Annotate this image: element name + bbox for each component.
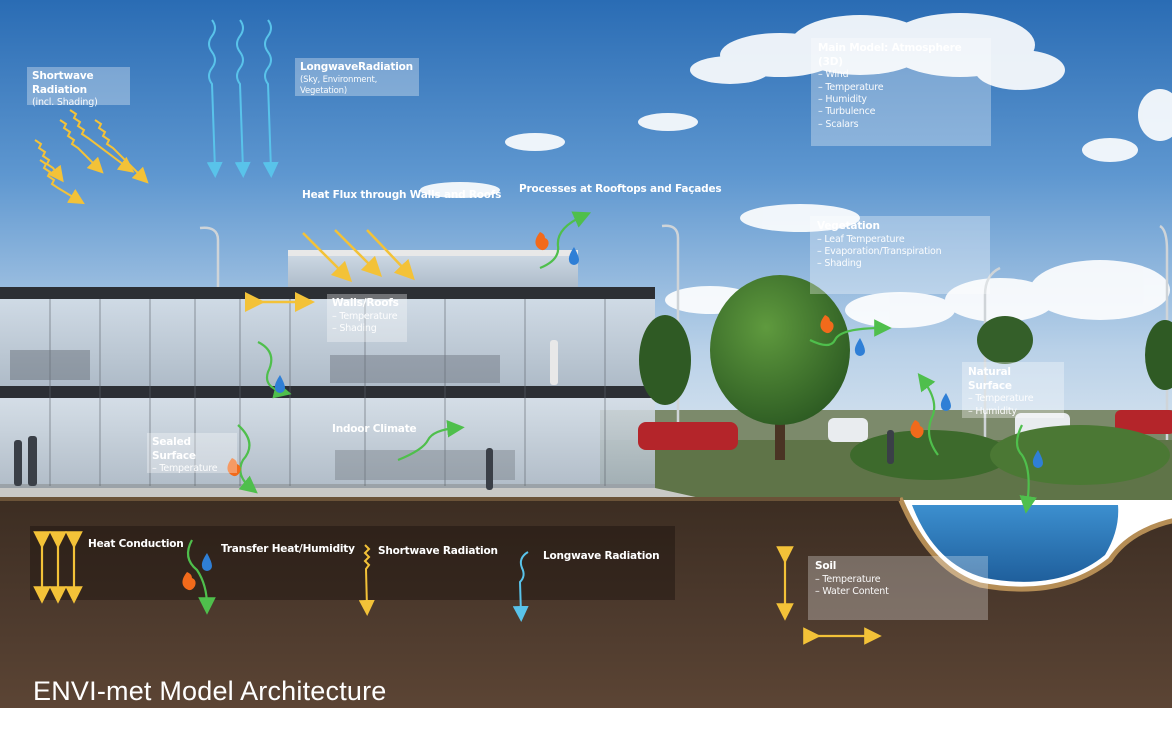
vegetation-title: Vegetation	[817, 220, 880, 232]
roof-heat-arrows	[245, 229, 415, 312]
sealed-surface-label-box: Sealed Surface – Temperature	[147, 433, 237, 475]
vegetation-item-evaporation: – Evaporation/Transpiration	[817, 245, 942, 257]
legend-transfer: Transfer Heat/Humidity	[221, 543, 355, 555]
atmosphere-item-wind: – Wind	[818, 69, 849, 81]
heatflux-label: Heat Flux through Walls and Roofs	[302, 189, 501, 203]
vegetation-item-leaf-temperature: – Leaf Temperature	[817, 233, 905, 245]
shortwave-title: Shortwave Radiation	[32, 70, 94, 96]
people	[14, 340, 894, 490]
atmosphere-item-temperature: – Temperature	[818, 81, 884, 93]
natural-surface-title: Natural Surface	[968, 366, 1012, 392]
natural-surface-label-box: Natural Surface – Temperature – Humidity	[962, 362, 1064, 418]
walls-item-shading: – Shading	[332, 322, 377, 334]
vegetation-item-shading: – Shading	[817, 258, 862, 270]
soil-item-water-content: – Water Content	[815, 585, 889, 597]
heat-conduction-icon	[33, 531, 882, 645]
walls-label-box: Walls/Roofs – Temperature – Shading	[327, 294, 407, 342]
soil-item-temperature: – Temperature	[815, 573, 881, 585]
shortwave-legend-icon	[358, 544, 375, 616]
sealed-surface-item-temperature: – Temperature	[152, 463, 218, 475]
longwave-item: (Sky, Environment, Vegetation)	[300, 74, 378, 96]
pond	[912, 505, 1119, 582]
shortwave-label-box: Shortwave Radiation (incl. Shading)	[27, 67, 130, 108]
atmosphere-title: Main Model: Atmosphere (3D)	[818, 42, 962, 68]
transfer-arrows	[186, 211, 1037, 615]
heatflux-title: Heat Flux through Walls and Roofs	[302, 189, 502, 201]
legend-shortwave: Shortwave Radiation	[378, 545, 498, 557]
indoor-climate-label: Indoor Climate	[332, 423, 417, 437]
street-lamps	[199, 224, 1169, 450]
bottom-margin	[0, 708, 1176, 729]
atmosphere-label-box: Main Model: Atmosphere (3D) – Wind – Tem…	[811, 38, 991, 146]
rooftops-title: Processes at Rooftops and Façades	[519, 183, 722, 195]
flame-icons	[182, 232, 924, 591]
shortwave-arrows	[34, 109, 149, 205]
longwave-legend-icon	[512, 551, 529, 622]
rooftops-label: Processes at Rooftops and Façades	[519, 183, 722, 197]
walls-item-temperature: – Temperature	[332, 310, 398, 322]
shortwave-item: (incl. Shading)	[32, 97, 98, 109]
atmosphere-item-turbulence: – Turbulence	[818, 106, 876, 118]
atmosphere-item-humidity: – Humidity	[818, 93, 867, 105]
building	[0, 250, 655, 492]
natural-surface-item-humidity: – Humidity	[968, 405, 1017, 417]
longwave-title: LongwaveRadiation	[300, 61, 413, 73]
vegetation-label-box: Vegetation – Leaf Temperature – Evaporat…	[810, 216, 990, 294]
soil-title: Soil	[815, 560, 837, 572]
legend-longwave: Longwave Radiation	[543, 550, 660, 562]
sealed-surface-title: Sealed Surface	[152, 436, 196, 462]
natural-surface-item-temperature: – Temperature	[968, 393, 1034, 405]
soil-label-box: Soil – Temperature – Water Content	[808, 556, 988, 620]
atmosphere-item-scalars: – Scalars	[818, 118, 859, 130]
clouds	[420, 13, 1176, 328]
indoor-climate-title: Indoor Climate	[332, 423, 417, 435]
water-drop-icons	[201, 247, 1043, 571]
right-margin	[1172, 0, 1176, 729]
soil	[0, 498, 1176, 729]
page-title: ENVI-met Model Architecture	[33, 676, 387, 706]
trees	[639, 275, 1176, 485]
walls-title: Walls/Roofs	[332, 297, 399, 309]
legend-heat-conduction: Heat Conduction	[88, 538, 184, 550]
longwave-label-box: LongwaveRadiation (Sky, Environment, Veg…	[295, 58, 419, 96]
longwave-arrows	[206, 19, 279, 178]
